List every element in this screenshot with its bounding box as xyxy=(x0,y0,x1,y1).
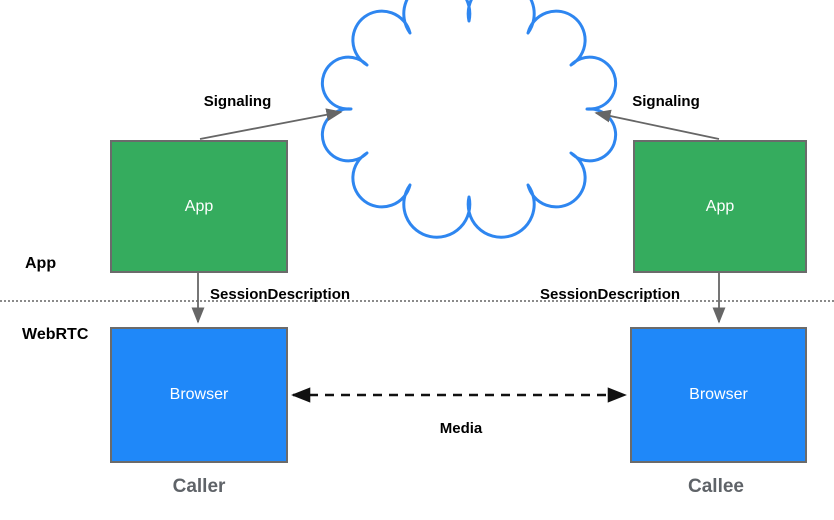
callee-app-box: App xyxy=(633,140,807,273)
signaling-arrow-left xyxy=(199,108,343,140)
lane-label-app: App xyxy=(25,255,57,272)
caller-label: Caller xyxy=(172,476,226,497)
callee-label: Callee xyxy=(688,476,744,497)
caller-browser-box: Browser xyxy=(110,327,288,463)
signaling-label-right: Signaling xyxy=(632,93,700,110)
callee-browser-box-label: Browser xyxy=(689,386,748,403)
lane-label-webrtc: WebRTC xyxy=(22,326,89,343)
session-description-label-right: SessionDescription xyxy=(540,286,681,303)
caller-app-box: App xyxy=(110,140,288,273)
signaling-label-left: Signaling xyxy=(203,93,272,110)
media-label: Media xyxy=(439,420,483,437)
caller-browser-box-label: Browser xyxy=(169,386,229,403)
callee-browser-box: Browser xyxy=(630,327,807,463)
session-description-label-left: SessionDescription xyxy=(210,286,351,303)
signaling-arrow-right xyxy=(594,109,720,140)
callee-app-box-label: App xyxy=(705,197,735,215)
cloud-icon xyxy=(320,0,618,239)
app-webrtc-divider-line xyxy=(0,300,834,302)
caller-app-box-label: App xyxy=(184,197,214,215)
